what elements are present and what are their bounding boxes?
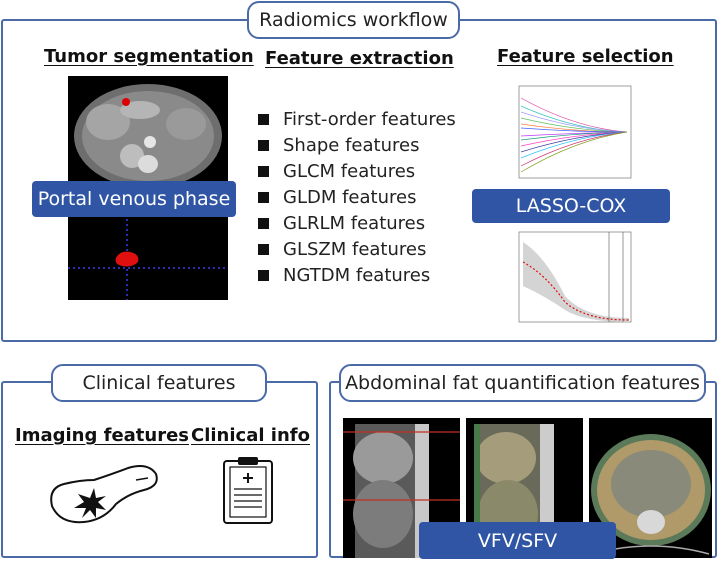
list-item: GLRLM features (258, 210, 456, 236)
feature-selection-heading: Feature selection (497, 46, 674, 67)
clinical-features-title: Clinical features (51, 364, 267, 402)
list-item: GLDM features (258, 184, 456, 210)
lasso-coefficient-plot (505, 78, 639, 190)
bullet-icon (258, 191, 269, 203)
feature-extraction-heading: Feature extraction (265, 48, 454, 69)
bullet-icon (258, 243, 269, 255)
clipboard-icon (220, 455, 276, 527)
bullet-icon (258, 269, 269, 281)
feature-list: First-order features Shape features GLCM… (258, 106, 456, 288)
clinical-info-heading: Clinical info (191, 425, 310, 446)
ct-axial-image (68, 76, 228, 300)
list-item: First-order features (258, 106, 456, 132)
ct-axial-fat-image (589, 418, 712, 558)
list-item: NGTDM features (258, 262, 456, 288)
list-item: GLCM features (258, 158, 456, 184)
portal-venous-phase-label: Portal venous phase (32, 181, 236, 217)
list-item: GLSZM features (258, 236, 456, 262)
imaging-features-heading: Imaging features (15, 425, 190, 446)
bullet-icon (258, 165, 269, 177)
pancreas-tumor-icon (44, 458, 162, 530)
radiomics-workflow-title: Radiomics workflow (247, 1, 460, 39)
bullet-icon (258, 113, 269, 125)
lasso-cv-plot (505, 226, 639, 338)
ct-sagittal-image (343, 418, 460, 558)
tumor-segmentation-heading: Tumor segmentation (44, 46, 254, 67)
bullet-icon (258, 217, 269, 229)
lasso-cox-label: LASSO-COX (472, 189, 670, 223)
vfv-sfv-label: VFV/SFV (419, 522, 616, 559)
fat-quantification-title: Abdominal fat quantification features (339, 364, 706, 402)
bullet-icon (258, 139, 269, 151)
list-item: Shape features (258, 132, 456, 158)
